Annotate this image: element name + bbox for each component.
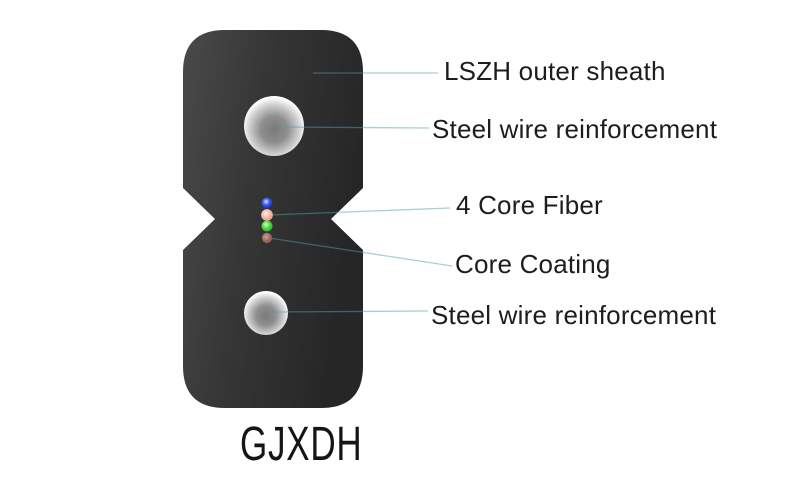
leader-line-steel-wire-bottom <box>267 310 429 313</box>
label-lszh-outer-sheath: LSZH outer sheath <box>444 56 666 86</box>
leader-line-steel-wire-top <box>277 126 430 129</box>
fiber-green-dot <box>261 220 273 232</box>
cable-model-label: GJXDH <box>240 418 363 471</box>
label-four-core-fiber: 4 Core Fiber <box>456 190 603 220</box>
fiber-blue-dot <box>261 197 273 209</box>
steel-wire-bottom-circle <box>244 291 288 335</box>
leader-line-four-core-fiber <box>269 207 451 216</box>
fiber-salmon-dot <box>261 209 273 221</box>
label-core-coating: Core Coating <box>455 249 611 279</box>
label-steel-wire-reinforcement-bottom: Steel wire reinforcement <box>431 300 717 330</box>
cable-body-sheath <box>183 30 363 408</box>
fiber-bundle <box>261 197 273 244</box>
leader-lines <box>267 72 453 313</box>
steel-wire-top-circle <box>244 96 304 156</box>
leader-line-core-coating <box>268 237 453 267</box>
fiber-brown-coating-dot <box>261 232 273 244</box>
label-steel-wire-reinforcement-top: Steel wire reinforcement <box>432 114 718 144</box>
